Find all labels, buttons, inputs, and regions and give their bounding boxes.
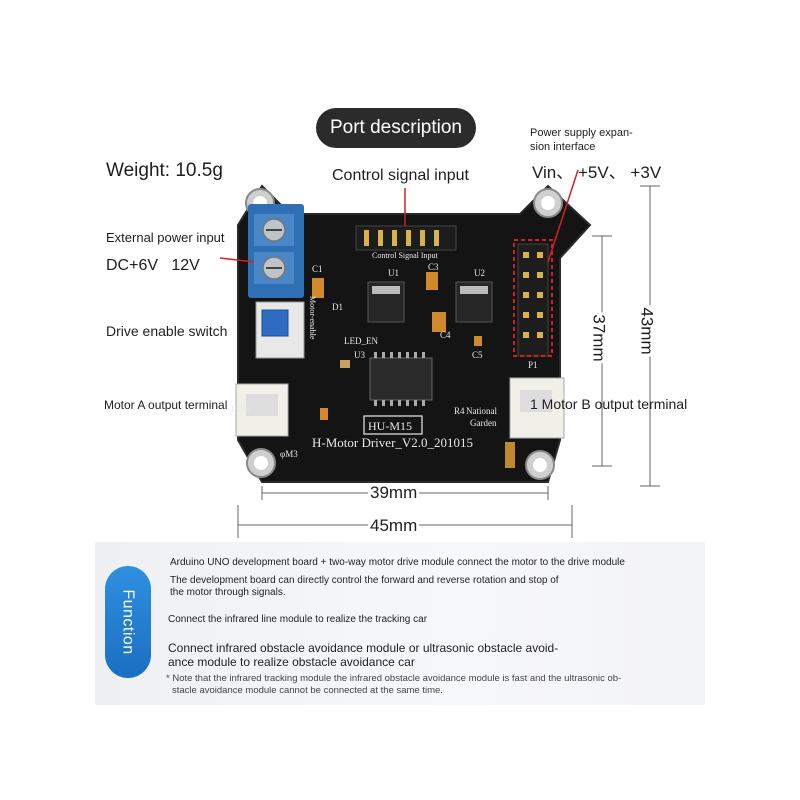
silk-u1: U1: [388, 268, 399, 278]
silk-led-en: LED_EN: [344, 336, 378, 346]
external-power-voltage: DC+6V 12V: [106, 257, 200, 274]
silk-garden: Garden: [470, 418, 497, 428]
motor-b-connector: [509, 377, 565, 439]
silk-control-signal: Control Signal Input: [372, 251, 439, 260]
function-note-b: stacle avoidance module cannot be connec…: [172, 685, 443, 696]
silk-board-title: H-Motor Driver_V2.0_201015: [312, 435, 473, 450]
external-power-label: External power input: [106, 230, 225, 245]
silk-p1: P1: [528, 360, 538, 370]
function-line-2a: The development board can directly contr…: [170, 575, 559, 586]
motor-a-label: Motor A output terminal: [104, 398, 228, 412]
silk-c4: C4: [440, 330, 451, 340]
silk-u2: U2: [474, 268, 485, 278]
dim-inner-width: 39mm: [368, 483, 420, 503]
function-note-a: * Note that the infrared tracking module…: [166, 673, 622, 684]
badge-label: Port description: [329, 117, 462, 138]
capacitor-c1: [312, 278, 324, 298]
power-expansion-pins: Vin、 +5V、 +3V: [532, 163, 662, 182]
silk-d1: D1: [332, 302, 343, 312]
enable-switch: [255, 301, 305, 359]
silk-u3: U3: [354, 350, 365, 360]
silk-motor-enable: Motor-enable: [308, 296, 317, 340]
silk-c1: C1: [312, 264, 323, 274]
control-signal-label: Control signal input: [332, 167, 469, 184]
function-line-4a: Connect infrared obstacle avoidance modu…: [168, 641, 559, 655]
chip-u3: [369, 357, 433, 401]
function-line-2b: the motor through signals.: [170, 587, 286, 598]
power-expansion-header: [513, 239, 553, 357]
control-signal-header: [355, 225, 457, 251]
function-pill-label: Function: [120, 589, 137, 655]
motor-b-label: 1 Motor B output terminal: [530, 396, 688, 412]
motor-a-connector: [235, 383, 289, 437]
function-panel: [95, 542, 705, 705]
silk-r4: R4: [454, 406, 465, 416]
port-description-badge: Port description: [316, 108, 476, 148]
mounting-holes: [245, 188, 563, 480]
silk-pm3: φM3: [280, 449, 298, 459]
capacitor-c3: [426, 272, 438, 290]
dimension-lines: [237, 185, 660, 538]
capacitor-c5: [474, 336, 482, 346]
dim-outer-width: 45mm: [368, 516, 420, 536]
silk-national: National: [466, 406, 497, 416]
function-pill: Function: [105, 566, 151, 678]
function-line-1: Arduino UNO development board + two-way …: [170, 557, 625, 568]
power-expansion-label-1: Power supply expan-: [530, 127, 633, 139]
function-line-4b: ance module to realize obstacle avoidanc…: [168, 655, 415, 669]
callout-line-expansion: [547, 169, 579, 263]
silk-c5: C5: [472, 350, 483, 360]
capacitor-c4: [432, 312, 446, 332]
silk-one: 1 One: [230, 404, 252, 414]
silk-c3: C3: [428, 262, 439, 272]
weight-label: Weight: 10.5g: [106, 160, 223, 181]
power-expansion-label-2: sion interface: [530, 141, 596, 153]
callout-line-power: [219, 257, 255, 263]
drive-enable-label: Drive enable switch: [106, 323, 228, 339]
power-terminal: [248, 204, 304, 298]
function-line-3: Connect the infrared line module to real…: [168, 614, 428, 625]
silk-model: HU-M15: [368, 419, 412, 433]
dim-outer-height: 43mm: [636, 305, 657, 357]
dim-inner-height: 37mm: [588, 312, 609, 364]
